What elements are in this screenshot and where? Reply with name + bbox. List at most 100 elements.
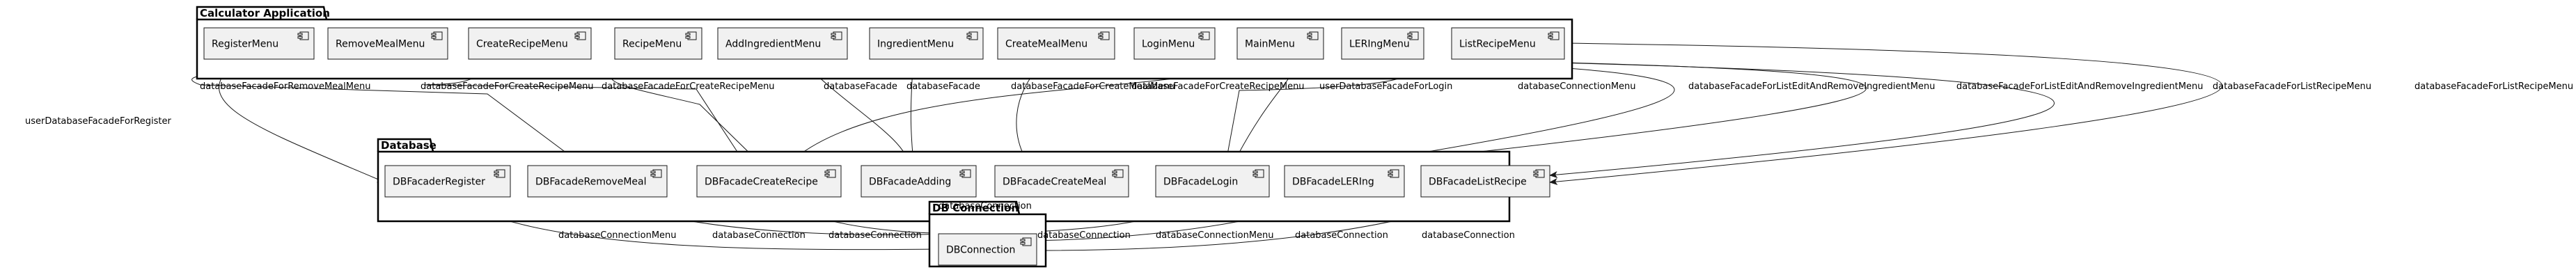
edge-label: databaseFacadeForCreateRecipeMenu [421, 81, 594, 92]
component-icon [685, 31, 697, 40]
component-box [1451, 27, 1565, 60]
component-label: DBFacadeAdding [869, 177, 951, 188]
component-icon [1112, 169, 1124, 178]
component-icon [431, 31, 443, 40]
package-tab [377, 138, 434, 152]
component-label: RecipeMenu [622, 39, 682, 50]
component-box [717, 27, 848, 60]
component-label: IngredientMenu [877, 39, 954, 50]
edge-labels-layer: userDatabaseFacadeForRegisterdatabaseFac… [25, 81, 2573, 241]
component-label: CreateMealMenu [1005, 39, 1087, 50]
edge-label: userDatabaseFacadeForLogin [1319, 81, 1452, 92]
component-dbfacade-list-recipe[interactable]: DBFacadeListRecipe [1420, 165, 1550, 198]
component-label: AddIngredientMenu [725, 39, 821, 50]
edge-label: databaseFacadeForCreateRecipeMenu [1131, 81, 1305, 92]
component-label: DBFacaderRegister [393, 177, 485, 188]
component-icon [1198, 31, 1210, 40]
edge-label: databaseFacade [906, 81, 980, 92]
component-label: LERIngMenu [1349, 39, 1410, 50]
package-title: Calculator Application [200, 7, 330, 19]
component-dbfacade-lering[interactable]: DBFacadeLERIng [1284, 165, 1405, 198]
component-icon [1533, 169, 1545, 178]
package-title: Database [381, 139, 437, 152]
edge-label: databaseConnection [712, 230, 806, 241]
edge-label: databaseConnection [938, 201, 1032, 212]
edge-label: databaseConnectionMenu [558, 230, 677, 241]
package-tab [928, 200, 1021, 215]
component-login-menu[interactable]: LoginMenu [1133, 27, 1216, 60]
edge-label: databaseFacadeForRemoveMealMenu [200, 81, 370, 92]
component-label: RemoveMealMenu [336, 39, 425, 50]
component-icon [297, 31, 309, 40]
component-create-recipe-menu[interactable]: CreateRecipeMenu [468, 27, 592, 60]
component-label: DBFacadeRemoveMeal [535, 177, 646, 188]
component-icon [1252, 169, 1264, 178]
edge-label: databaseConnectionMenu [1518, 81, 1636, 92]
component-icon [831, 31, 842, 40]
component-box [384, 165, 511, 198]
component-list-recipe-menu[interactable]: ListRecipeMenu [1451, 27, 1565, 60]
component-label: DBFacadeListRecipe [1429, 177, 1527, 188]
component-main-menu[interactable]: MainMenu [1236, 27, 1324, 60]
component-icon [1098, 31, 1110, 40]
component-icon [959, 169, 971, 178]
edge-label: databaseConnection [1422, 230, 1515, 241]
component-dbfacade-adding[interactable]: DBFacadeAdding [861, 165, 977, 198]
edge-label: databaseConnection [828, 230, 922, 241]
component-label: DBFacadeCreateMeal [1003, 177, 1106, 188]
component-add-ingredient-menu[interactable]: AddIngredientMenu [717, 27, 848, 60]
component-icon [574, 31, 586, 40]
component-box [1420, 165, 1550, 198]
component-box [861, 165, 977, 198]
edge-label: databaseFacadeForCreateMealMenu [1011, 81, 1175, 92]
component-box [1155, 165, 1270, 198]
component-label: ListRecipeMenu [1459, 39, 1536, 50]
component-label: DBFacadeCreateRecipe [705, 177, 818, 188]
edge-label: databaseFacadeForListRecipeMenu [2213, 81, 2371, 92]
component-label: DBConnection [946, 245, 1015, 256]
component-create-meal-menu[interactable]: CreateMealMenu [997, 27, 1115, 60]
edge-label: databaseConnection [1037, 230, 1131, 241]
component-box [869, 27, 984, 60]
component-dbfacade-login[interactable]: DBFacadeLogin [1155, 165, 1270, 198]
component-label: DBFacadeLogin [1163, 177, 1238, 188]
component-dbfacade-create-meal[interactable]: DBFacadeCreateMeal [994, 165, 1129, 198]
component-box [327, 27, 448, 60]
component-icon [1020, 237, 1032, 246]
component-icon [650, 169, 662, 178]
component-label: MainMenu [1245, 39, 1295, 50]
component-recipe-menu[interactable]: RecipeMenu [614, 27, 702, 60]
component-remove-meal-menu[interactable]: RemoveMealMenu [327, 27, 448, 60]
component-icon [1548, 31, 1560, 40]
edge-label: databaseFacadeForListRecipeMenu [2414, 81, 2573, 92]
component-box [468, 27, 592, 60]
component-dbfacade-create-recipe[interactable]: DBFacadeCreateRecipe [696, 165, 842, 198]
component-box [203, 27, 315, 60]
component-label: DBFacadeLERIng [1292, 177, 1374, 188]
component-icon [1388, 169, 1399, 178]
component-dbconnection[interactable]: DBConnection [938, 233, 1037, 266]
edge-label: databaseConnection [1295, 230, 1388, 241]
component-box [696, 165, 842, 198]
component-dbfacade-register[interactable]: DBFacaderRegister [384, 165, 511, 198]
component-lering-menu[interactable]: LERIngMenu [1341, 27, 1424, 60]
component-dbfacade-remove-meal[interactable]: DBFacadeRemoveMeal [527, 165, 668, 198]
component-label: RegisterMenu [212, 39, 278, 50]
edge-label: databaseFacadeForListEditAndRemoveIngred… [1956, 81, 2204, 92]
component-box [1284, 165, 1405, 198]
component-icon [1407, 31, 1419, 40]
component-register-menu[interactable]: RegisterMenu [203, 27, 315, 60]
edge-lering-menu-to-dbfacade-list-recipe [1406, 58, 2055, 179]
component-icon [824, 169, 836, 178]
component-box [994, 165, 1129, 198]
edge-label: databaseFacadeForListEditAndRemoveIngred… [1688, 81, 1935, 92]
component-box [997, 27, 1115, 60]
component-ingredient-menu[interactable]: IngredientMenu [869, 27, 984, 60]
package-tab [196, 6, 328, 20]
component-icon [966, 31, 978, 40]
edge-label: databaseConnectionMenu [1156, 230, 1274, 241]
component-icon [1307, 31, 1319, 40]
component-label: CreateRecipeMenu [476, 39, 568, 50]
edge-label: databaseFacade [824, 81, 897, 92]
